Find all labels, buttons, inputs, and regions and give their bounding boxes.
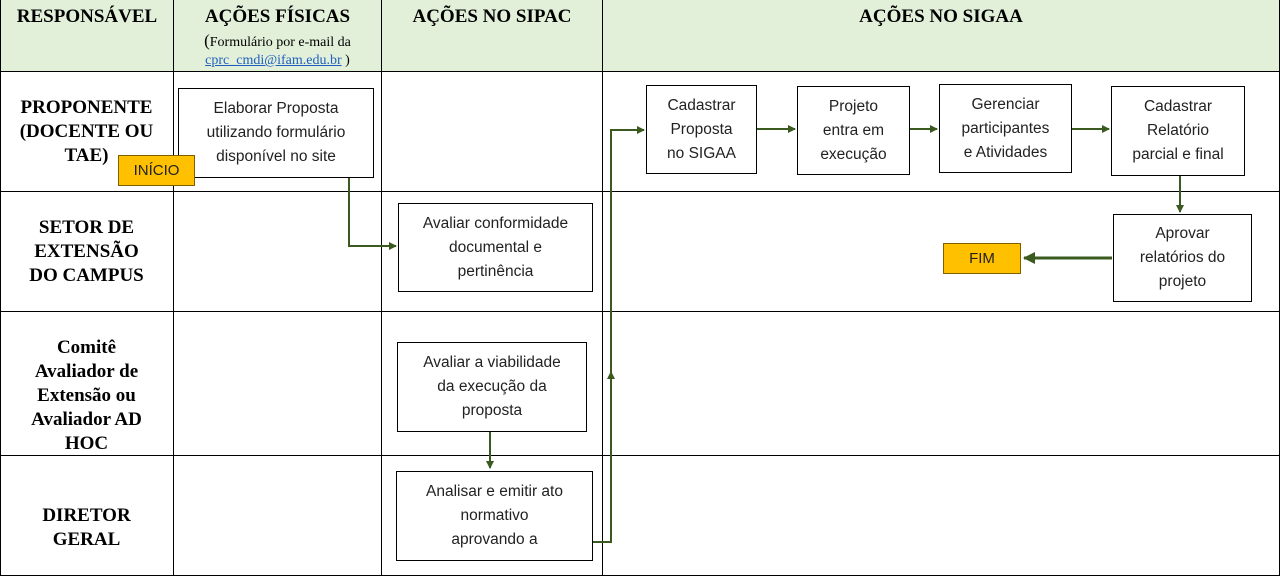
- grid-cell: [174, 192, 382, 312]
- grid-cell: [382, 72, 603, 192]
- grid-cell: [0, 72, 174, 192]
- header-acoes-sipac: AÇÕES NO SIPAC: [382, 0, 603, 72]
- start-tag: INÍCIO: [118, 155, 195, 186]
- subtitle-close-paren: ): [341, 53, 350, 68]
- step-avaliar-conformidade: Avaliar conformidade documental e pertin…: [398, 203, 593, 292]
- step-avaliar-viabilidade: Avaliar a viabilidade da execução da pro…: [397, 342, 587, 432]
- step-cadastrar-relatorio: Cadastrar Relatório parcial e final: [1111, 86, 1245, 176]
- step-elaborar-proposta: Elaborar Proposta utilizando formulário …: [178, 88, 374, 178]
- header-responsavel-label: RESPONSÁVEL: [16, 6, 158, 27]
- grid-cell: [0, 312, 174, 456]
- end-tag: FIM: [943, 243, 1021, 274]
- grid-cell: [174, 72, 382, 192]
- step-gerenciar-participantes: Gerenciar participantes e Atividades: [939, 84, 1072, 173]
- step-projeto-execucao: Projeto entra em execução: [797, 86, 910, 175]
- role-setor-extensao: SETOR DE EXTENSÃO DO CAMPUS: [29, 217, 144, 286]
- header-acoes-fisicas-label: AÇÕES FÍSICAS: [204, 6, 351, 27]
- email-link[interactable]: cprc_cmdi@ifam.edu.br: [205, 53, 342, 68]
- subtitle-text: Formulário por e-mail da: [209, 35, 351, 50]
- grid-cell: [0, 192, 174, 312]
- header-acoes-fisicas-subtitle: (Formulário por e-mail da cprc_cmdi@ifam…: [174, 32, 381, 70]
- grid-cell: [174, 312, 382, 456]
- header-acoes-sigaa: AÇÕES NO SIGAA: [603, 0, 1280, 72]
- role-proponente: PROPONENTE (DOCENTE OU TAE): [19, 97, 154, 166]
- grid-cell: [382, 192, 603, 312]
- arrow-elaborar-to-avaliar: [348, 178, 397, 250]
- step-analisar-emitir: Analisar e emitir ato normativo aprovand…: [396, 471, 593, 561]
- role-diretor-geral: DIRETOR GERAL: [42, 505, 131, 550]
- header-acoes-sigaa-label: AÇÕES NO SIGAA: [859, 6, 1023, 27]
- header-responsavel: RESPONSÁVEL: [0, 0, 174, 72]
- step-cadastrar-proposta: Cadastrar Proposta no SIGAA: [646, 85, 757, 174]
- header-acoes-sipac-label: AÇÕES NO SIPAC: [412, 6, 572, 27]
- subtitle-open-paren: (: [204, 31, 210, 50]
- header-acoes-fisicas: AÇÕES FÍSICAS (Formulário por e-mail da …: [174, 0, 382, 72]
- arrow-analisar-to-cadastrar: [593, 126, 645, 543]
- step-aprovar-relatorios: Aprovar relatórios do projeto: [1113, 214, 1252, 302]
- grid-cell: [382, 312, 603, 456]
- role-comite-avaliador: Comitê Avaliador de Extensão ou Avaliado…: [31, 337, 142, 454]
